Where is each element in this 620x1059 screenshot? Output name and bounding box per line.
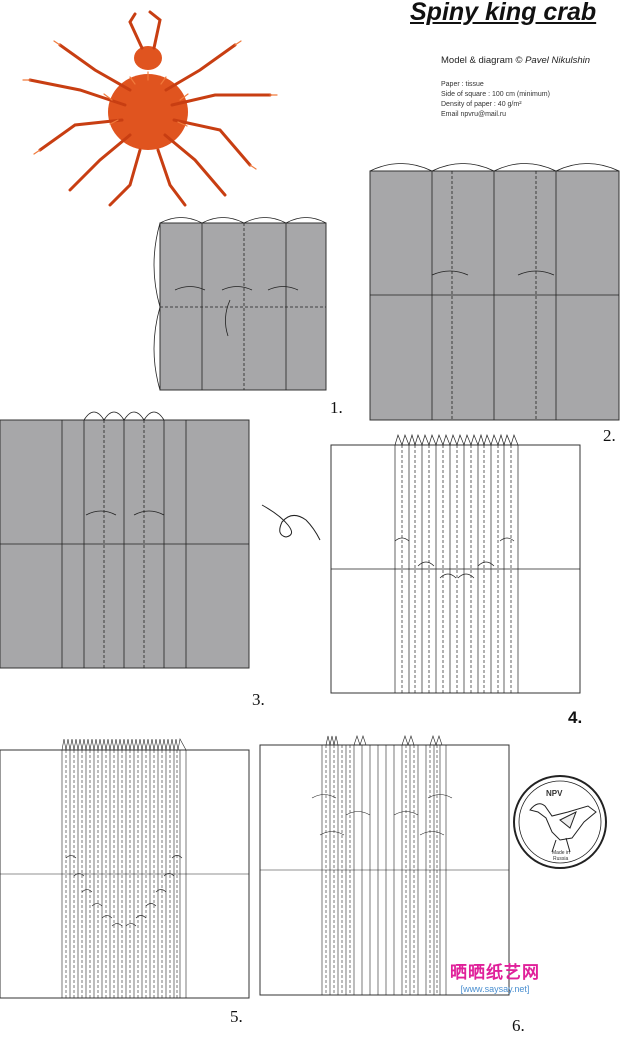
- step-label-5: 5.: [230, 1007, 243, 1026]
- dinosaur-icon: [529, 803, 597, 853]
- credit-line: Model & diagram © Pavel Nikulshin: [441, 55, 590, 66]
- crab-photo: [22, 10, 278, 207]
- spec-side: Side of square : 100 cm (minimum): [441, 91, 550, 98]
- step-5-diagram: [0, 738, 250, 999]
- spec-email: Email npvru@mail.ru: [441, 111, 507, 118]
- stamp-made-in: Made in: [552, 850, 570, 856]
- watermark: 晒晒纸艺网 [www.saysay.net]: [450, 958, 540, 994]
- step-6-diagram: [259, 735, 510, 996]
- step-3-diagram: [0, 411, 250, 669]
- paper-specs: Paper : tissue Side of square : 100 cm (…: [441, 80, 550, 120]
- step-label-1: 1.: [330, 398, 343, 417]
- page-title: Spiny king crab: [410, 0, 597, 26]
- step-4-diagram: [330, 433, 581, 694]
- step-2-diagram: [369, 163, 620, 421]
- step-1-diagram: [153, 217, 327, 391]
- spec-density: Density of paper : 40 g/m²: [441, 101, 522, 108]
- spec-paper: Paper : tissue: [441, 81, 484, 88]
- author-stamp: [513, 775, 607, 869]
- stamp-country: Russia: [553, 856, 569, 862]
- turn-over-icon: [261, 504, 321, 541]
- step-label-3: 3.: [252, 690, 265, 709]
- step-label-6: 6.: [512, 1016, 525, 1035]
- watermark-url: [www.saysay.net]: [460, 984, 530, 994]
- stamp-initials: NPV: [546, 789, 563, 798]
- step-label-2: 2.: [603, 426, 616, 445]
- credit-author: Pavel Nikulshin: [525, 55, 591, 66]
- step-label-4: 4.: [568, 708, 583, 727]
- watermark-site-name: 晒晒纸艺网: [450, 963, 540, 982]
- credit-prefix: Model & diagram ©: [441, 55, 523, 66]
